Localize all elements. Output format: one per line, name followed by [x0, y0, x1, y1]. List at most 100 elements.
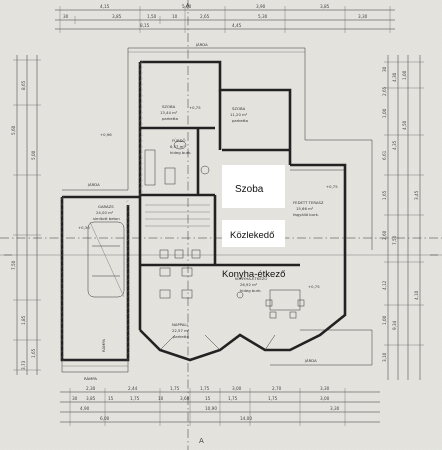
right-dimensions: 30 2,65 1,00 6,61 1,65 2,60 4,12 1,00 3,… [382, 55, 424, 380]
dim-bot-3: 1,75 [170, 386, 180, 391]
room-szoba1-name: SZOBA [162, 104, 176, 109]
overlay-szoba-box [222, 165, 285, 208]
dim-top-3: 3,90 [256, 4, 266, 9]
dim-left-5: 1,85 [21, 315, 26, 325]
level-szoba: +0,75 [189, 105, 201, 110]
level-terasz: +0,75 [326, 184, 338, 189]
dim-right-c2-3: 7,50 [392, 235, 397, 245]
dim-top-r2-1: 30 [63, 14, 69, 19]
jarda-bottom-label: JÁRDA [304, 358, 317, 363]
dim-bot-r2-2: 3,85 [86, 396, 96, 401]
jarda-left-label: JÁRDA [87, 182, 100, 187]
dim-top-r2-6: 5,30 [258, 14, 268, 19]
level-konyha: +0,75 [308, 284, 320, 289]
dim-right-2: 2,65 [382, 86, 387, 96]
overlay-label-szoba-group: Szoba [222, 165, 285, 208]
dim-bot-7: 3,30 [320, 386, 330, 391]
dim-left-6: 1,65 [31, 348, 36, 358]
room-furdo-area: 6,57 m² [170, 144, 185, 149]
overlay-label-konyha-group: Konyha-étkező [222, 269, 285, 280]
dim-right-1: 30 [382, 66, 387, 72]
dim-bot-1: 2,30 [86, 386, 96, 391]
dim-bot-r3-3: 3,30 [330, 406, 340, 411]
room-garazs-name: GARÁZS [98, 204, 114, 209]
dim-bot-r3-2: 10,90 [205, 406, 217, 411]
dim-right-9: 3,10 [382, 352, 387, 362]
room-szoba2-name: SZOBA [232, 106, 246, 111]
room-nappali-area: 22,57 m² [172, 328, 190, 333]
dim-right-3: 1,00 [382, 108, 387, 118]
dim-right-c3-4: 4,10 [414, 290, 419, 300]
room-terasz-name: FEDETT TERASZ [293, 200, 324, 205]
overlay-szoba-label: Szoba [235, 184, 264, 195]
dim-bot-2: 2,44 [128, 386, 138, 391]
dim-left-2: 8,65 [21, 80, 26, 90]
dim-bot-r2-7: 15 [205, 396, 211, 401]
dim-top-r2-7: 3,30 [358, 14, 368, 19]
level-garage: +0,30 [78, 225, 90, 230]
dim-bot-4: 1,75 [200, 386, 210, 391]
overlay-kozlekedo-label: Közlekedő [230, 230, 274, 241]
bottom-dimensions: 2,30 2,44 1,75 1,75 3,00 2,70 3,30 30 3,… [60, 386, 380, 426]
dim-top-2: 5,60 [182, 4, 192, 9]
room-garazs-area: 24,00 m² [96, 210, 114, 215]
dim-top-r3-2: 4,45 [232, 23, 242, 28]
dim-right-c2-4: 9,34 [392, 320, 397, 330]
dim-right-8: 1,00 [382, 315, 387, 325]
room-nappali-name: NAPPALI [172, 322, 188, 327]
room-terasz-area: 15,66 m² [296, 206, 314, 211]
room-nappali-floor: parketta [173, 334, 189, 339]
dim-top-r2-5: 2,65 [200, 14, 210, 19]
room-szoba2-floor: parketta [232, 118, 248, 123]
dim-bot-r2-9: 1,75 [268, 396, 278, 401]
room-konyha-name: KONYHA-ÉTKEZŐ [235, 276, 267, 281]
dim-top-r2-4: 10 [172, 14, 178, 19]
dim-right-6: 2,60 [382, 230, 387, 240]
room-szoba1-floor: parketta [162, 116, 178, 121]
room-labels: SZOBA 13,44 m² parketta SZOBA 11,20 m² p… [78, 104, 338, 339]
dim-right-c2-1: 4,30 [392, 72, 397, 82]
axis-a-label: A [199, 437, 204, 445]
dim-top-r2-3: 1,50 [147, 14, 157, 19]
dim-bot-r4-1: 6,00 [100, 416, 110, 421]
dim-bot-r4-2: 14,00 [240, 416, 252, 421]
dim-left-7: 3,73 [21, 360, 26, 370]
dim-bot-6: 2,70 [272, 386, 282, 391]
dim-bot-r2-8: 1,75 [228, 396, 238, 401]
dim-bot-r3-1: 4,90 [80, 406, 90, 411]
dim-bot-r2-10: 3,00 [320, 396, 330, 401]
stairs [145, 204, 210, 227]
garage-car [87, 221, 125, 298]
dim-top-1: 4,15 [100, 4, 110, 9]
room-furdo-floor: hideg burk. [170, 150, 192, 155]
dim-right-4: 6,61 [382, 150, 387, 160]
dim-right-c3-3: 3,45 [414, 190, 419, 200]
overlay-konyha-label: Konyha-étkező [222, 269, 285, 280]
sidewalk: JÁRDA JÁRDA JÁRDA [62, 42, 373, 366]
dim-bot-r2-1: 30 [72, 396, 78, 401]
dim-top-4: 3,85 [320, 4, 330, 9]
dim-right-7: 4,12 [382, 280, 387, 290]
overlay-label-kozlekedo-group: Közlekedő [222, 220, 285, 247]
dim-bot-r2-5: 10 [158, 396, 164, 401]
axis-a-top-label: A [186, 3, 190, 9]
dim-right-c3-2: 4,50 [402, 120, 407, 130]
rampa-label: RÁMPA [84, 376, 97, 381]
dim-right-c3-1: 1,00 [402, 70, 407, 80]
left-dimensions: 5,60 8,65 5,00 7,50 1,85 1,65 3,73 [11, 55, 41, 375]
wall-hatch [60, 61, 143, 361]
dim-right-c2-2: 4,35 [392, 140, 397, 150]
room-szoba1-area: 13,44 m² [160, 110, 178, 115]
dim-bot-5: 3,00 [232, 386, 242, 391]
dim-top-r3-1: 8,15 [140, 23, 150, 28]
dim-left-1: 5,60 [11, 125, 16, 135]
room-furdo-name: FÜRDŐ [172, 138, 186, 143]
bathroom-fixtures [144, 140, 210, 186]
dim-right-5: 1,65 [382, 190, 387, 200]
top-dimensions: 4,15 5,60 3,90 3,85 30 3,85 1,50 10 2,65… [55, 4, 395, 33]
room-garazs-floor: simított beton [93, 216, 120, 221]
dim-bot-r2-3: 15 [108, 396, 114, 401]
rampa-side-label: RÁMPA [101, 339, 106, 352]
